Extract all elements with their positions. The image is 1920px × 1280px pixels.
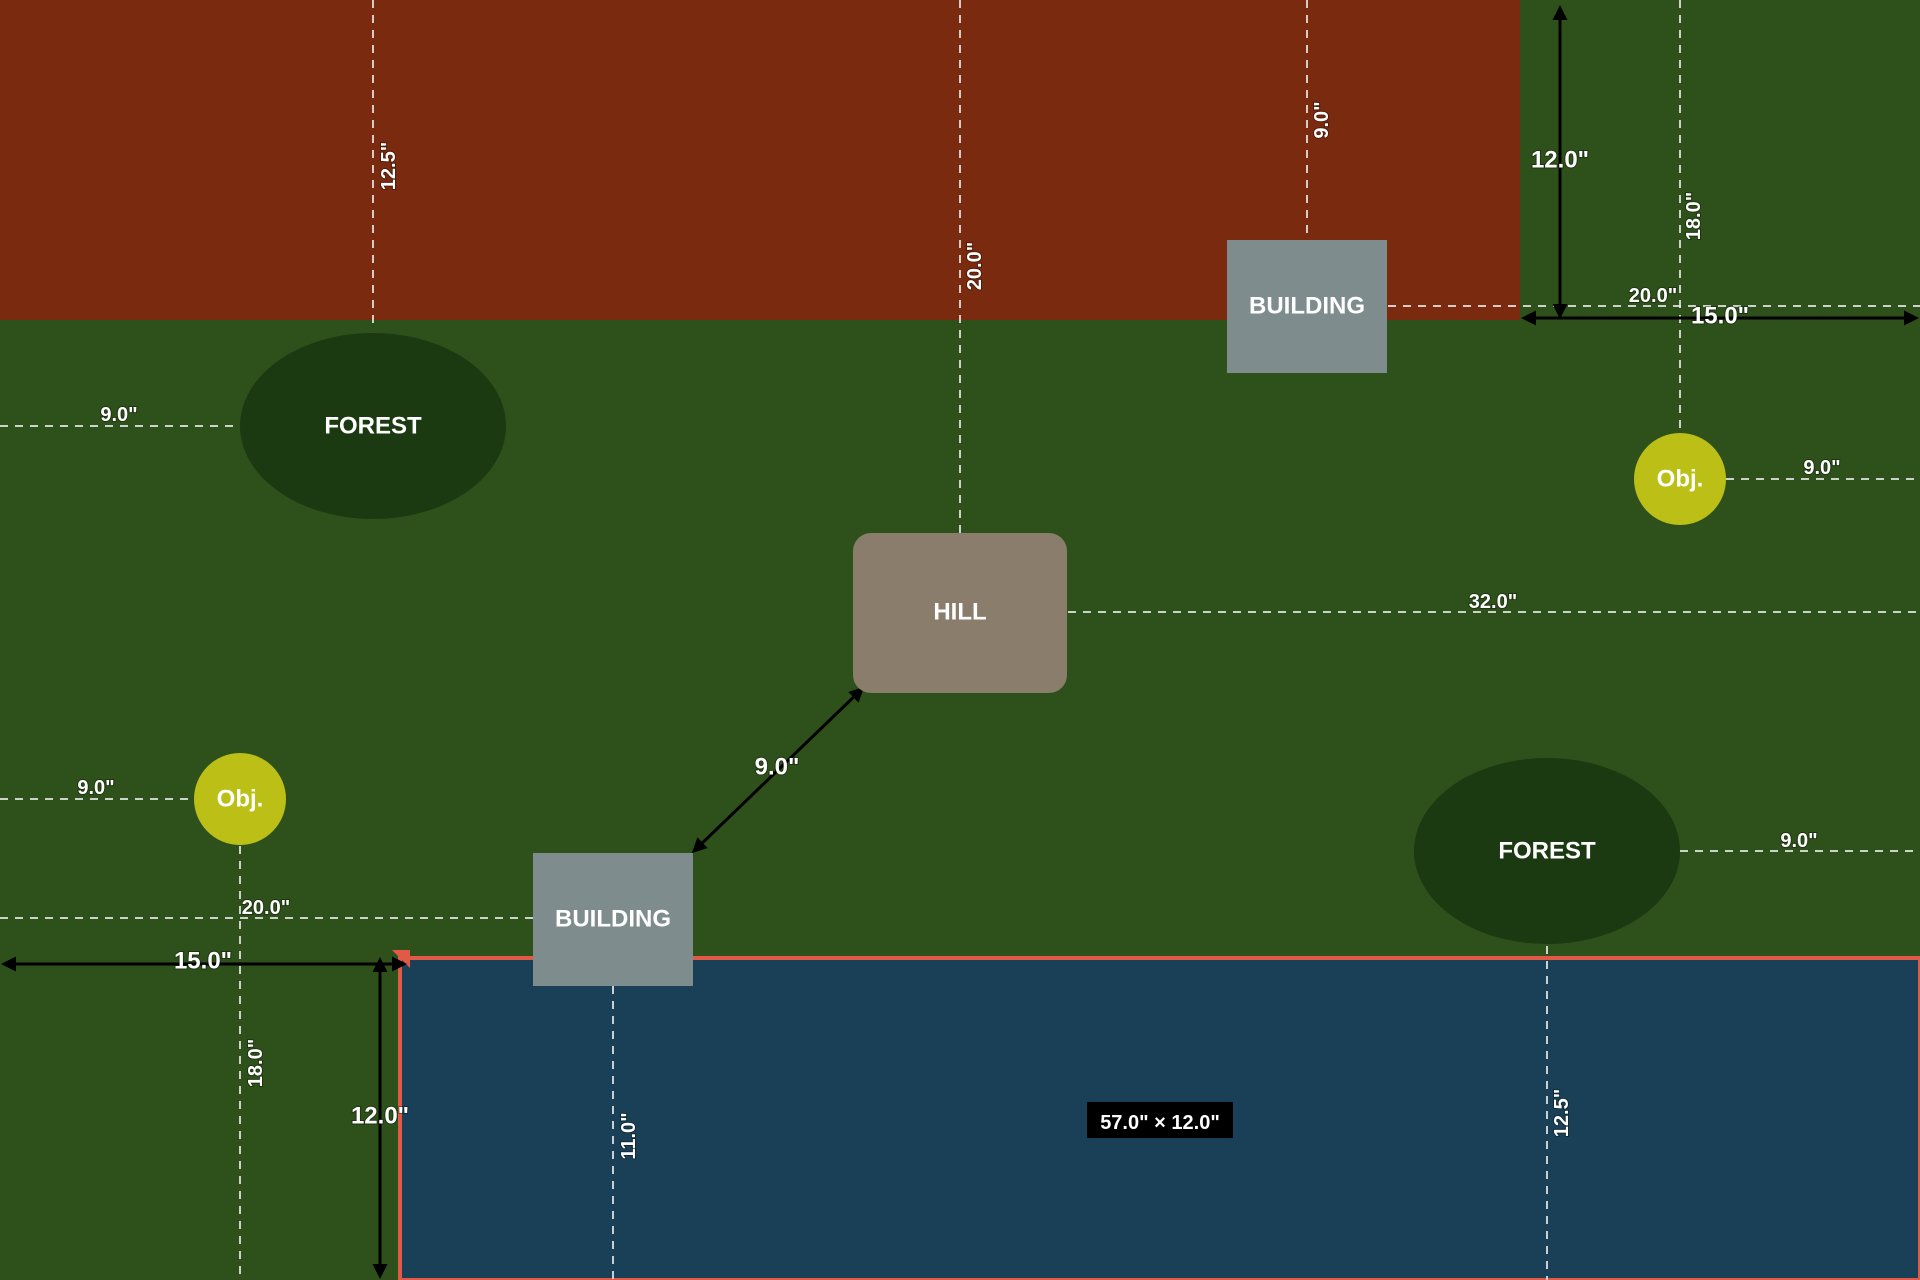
building-top-label: BUILDING xyxy=(1249,293,1365,320)
deployment-size-background xyxy=(1087,1102,1233,1138)
building-bottom-label: BUILDING xyxy=(555,906,671,933)
measure-left-objective-vertical: 18.0" xyxy=(245,1039,267,1087)
forest-top-label: FOREST xyxy=(324,413,422,440)
forest-top: FOREST xyxy=(240,333,506,519)
measure-top-forest-left: 9.0" xyxy=(100,404,137,426)
measure-top-building-vertical: 9.0" xyxy=(1311,101,1333,138)
building-bottom: BUILDING xyxy=(533,853,693,986)
measure-top-corner-width: 15.0" xyxy=(1691,303,1749,330)
building-bottom-shape xyxy=(533,853,693,986)
objective-left-marker xyxy=(194,753,286,845)
objective-right-label: Obj. xyxy=(1657,466,1704,493)
hill: HILL xyxy=(853,533,1067,693)
hill-shape xyxy=(853,533,1067,693)
measure-hill-vertical: 20.0" xyxy=(964,242,986,290)
hill-label: HILL xyxy=(933,599,986,626)
forest-top-shape xyxy=(240,333,506,519)
measurement-labels: 12.5" 9.0" 20.0" 32.0" 9.0" 20.0" 12.0" … xyxy=(76,100,1841,1160)
measure-top-building-right: 20.0" xyxy=(1629,285,1677,307)
objective-left-label: Obj. xyxy=(217,786,264,813)
objective-left: Obj. xyxy=(194,753,286,845)
deployment-size-badge: 57.0" × 12.0" xyxy=(1087,1102,1233,1138)
objective-right: Obj. xyxy=(1634,433,1726,525)
measure-bottom-building-left: 20.0" xyxy=(242,897,290,919)
measure-top-forest-vertical: 12.5" xyxy=(378,142,400,190)
forest-bottom-shape xyxy=(1414,758,1680,944)
measure-top-objective-right: 9.0" xyxy=(1803,457,1840,479)
measure-hill-right: 32.0" xyxy=(1469,591,1517,613)
measure-top-objective-vertical: 18.0" xyxy=(1683,192,1705,240)
measure-left-objective-left: 9.0" xyxy=(77,777,114,799)
measure-bottom-corner-height: 12.0" xyxy=(351,1103,409,1130)
measure-bottom-forest-vertical: 12.5" xyxy=(1551,1089,1573,1137)
measurement-arrows xyxy=(0,4,1919,1279)
measure-bottom-building-vertical: 11.0" xyxy=(618,1112,640,1159)
measure-bottom-corner-width: 15.0" xyxy=(174,948,232,975)
measure-bottom-forest-right: 9.0" xyxy=(1780,830,1817,852)
forest-bottom-label: FOREST xyxy=(1498,838,1596,865)
objective-right-marker xyxy=(1634,433,1726,525)
deployment-size-label: 57.0" × 12.0" xyxy=(1100,1112,1220,1134)
measure-hill-to-building: 9.0" xyxy=(755,754,800,781)
measure-top-corner-height: 12.0" xyxy=(1531,147,1589,174)
forest-bottom: FOREST xyxy=(1414,758,1680,944)
building-top-shape xyxy=(1227,240,1387,373)
building-top: BUILDING xyxy=(1227,240,1387,373)
